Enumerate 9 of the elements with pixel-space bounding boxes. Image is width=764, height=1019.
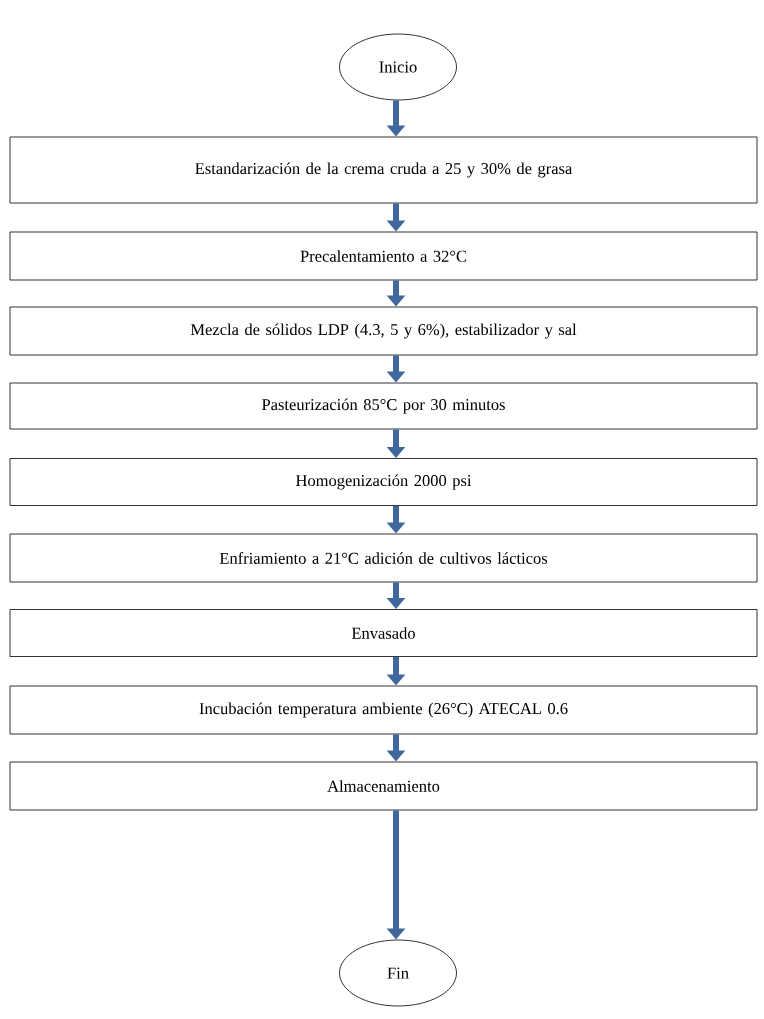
- process-box: Homogenización 2000 psi: [9, 458, 758, 506]
- process-box: Precalentamiento a 32°C: [9, 231, 758, 281]
- process-box: Estandarización de la crema cruda a 25 y 30% de grasa: [9, 136, 758, 204]
- process-box: Mezcla de sólidos LDP (4.3, 5 y 6%), estabilizador y sal: [9, 306, 758, 356]
- process-box: Enfriamiento a 21°C adición de cultivos lácticos: [9, 533, 758, 583]
- process-box: Almacenamiento: [9, 761, 758, 811]
- process-box: Incubación temperatura ambiente (26°C) ATECAL 0.6: [9, 685, 758, 735]
- process-box: Pasteurización 85°C por 30 minutos: [9, 382, 758, 430]
- process-box: Envasado: [9, 609, 758, 657]
